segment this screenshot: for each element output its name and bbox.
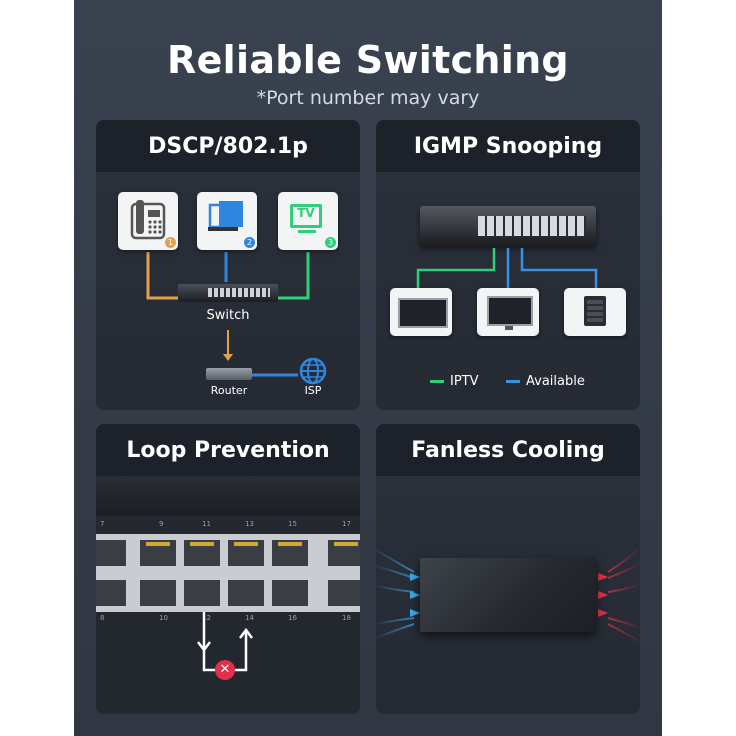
tv-screen-icon [398,298,448,328]
badge-2: 2 [244,237,255,248]
ethernet-ports [96,540,360,606]
phone-icon [130,200,166,240]
monitor-card: 2 [197,192,257,250]
phone-card: 1 [118,192,178,250]
igmp-switch-device [420,206,596,246]
airflow-arrows [376,547,640,643]
block-x-icon: ✕ [215,660,235,680]
port-number: 9 [159,520,164,528]
panel-igmp-title: IGMP Snooping [376,120,640,172]
legend-available: Available [506,374,585,389]
fanless-switch-device [420,558,596,632]
page-title: Reliable Switching [167,38,569,82]
port-numbers-bottom: 8 10 12 14 16 18 [96,614,360,626]
desktop-card [477,288,539,336]
panel-loop-title: Loop Prevention [96,424,360,476]
legend-iptv: IPTV [430,374,479,389]
port-number: 15 [288,520,297,528]
legend-iptv-label: IPTV [450,374,479,389]
port-number: 17 [342,520,351,528]
port-number: 8 [100,614,105,622]
port-number: 11 [202,520,211,528]
badge-3: 3 [325,237,336,248]
igmp-switch-ports [478,216,586,236]
switch-label: Switch [206,308,250,323]
tv-card: TV 3 [278,192,338,250]
port-number: 13 [245,520,254,528]
panel-dscp: DSCP/802.1p 1 [96,120,360,410]
switch-device [178,284,278,302]
panel-dscp-title: DSCP/802.1p [96,120,360,172]
desktop-icon [487,296,533,326]
tv-device-card [390,288,452,336]
port-number: 12 [202,614,211,622]
isp-label: ISP [304,384,322,397]
globe-icon [299,357,327,385]
panel-loop: Loop Prevention 7 9 11 13 15 17 [96,424,360,714]
infographic: Reliable Switching *Port number may vary… [74,0,662,736]
legend-iptv-swatch [430,380,444,383]
monitor-icon [208,201,243,231]
legend-available-label: Available [526,374,585,389]
port-number: 10 [159,614,168,622]
port-numbers-top: 7 9 11 13 15 17 [96,520,360,532]
nas-card [564,288,626,336]
dscp-connection-lines [146,252,310,377]
page-subtitle: *Port number may vary [256,87,480,109]
panel-igmp: IGMP Snooping IPTV Available [376,120,640,410]
nas-icon [584,296,606,326]
igmp-connection-lines [416,248,598,288]
badge-1: 1 [165,237,176,248]
desktop-stand [505,326,513,330]
switch-ports [208,288,270,297]
legend-available-swatch [506,380,520,383]
router-label: Router [210,384,248,397]
port-block [96,534,360,612]
port-number: 16 [288,614,297,622]
tv-stand [298,230,316,233]
router-device [206,368,252,380]
tv-icon [290,204,322,228]
port-number: 14 [245,614,254,622]
port-number: 7 [100,520,105,528]
port-number: 18 [342,614,351,622]
switch-front-top [96,476,360,516]
panel-fanless: Fanless Cooling [376,424,640,714]
tv-label: TV [297,206,315,220]
panel-fanless-title: Fanless Cooling [376,424,640,476]
